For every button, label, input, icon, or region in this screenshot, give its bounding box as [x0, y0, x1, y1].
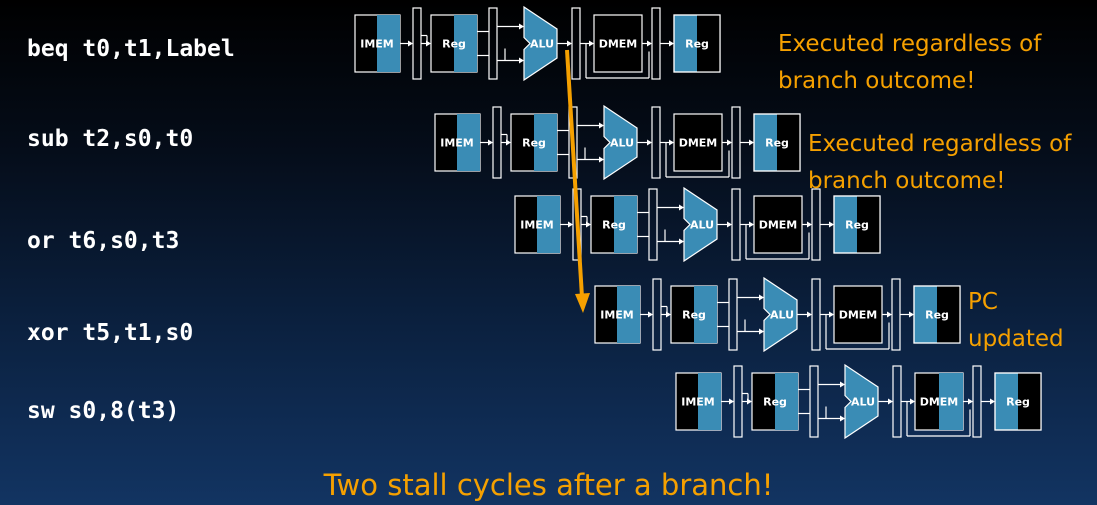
alu-block — [603, 104, 638, 181]
instruction-beq: beq t0,t1,Label — [27, 36, 235, 62]
reg-label: Reg — [763, 396, 787, 409]
alu-block — [683, 186, 718, 263]
instruction-sw: sw s0,8(t3) — [27, 398, 180, 424]
dmem-label: DMEM — [599, 38, 638, 51]
caption: Two stall cycles after a branch! — [323, 468, 774, 502]
note-pc-updated: PC updated — [968, 284, 1064, 358]
note-pc-updated-line2: updated — [968, 326, 1064, 352]
pipeline-row-4: IMEM Reg ALU DMEM Reg — [594, 276, 961, 353]
pipeline-register — [733, 365, 743, 438]
pipeline-register — [651, 106, 661, 179]
note-pc-updated-line1: PC — [968, 289, 998, 315]
reg-write-label: Reg — [1006, 396, 1030, 409]
pipeline-register — [892, 365, 902, 438]
pipeline-register — [728, 278, 738, 351]
pipeline-register — [731, 106, 741, 179]
alu-block — [844, 363, 879, 440]
pipeline-register — [972, 365, 982, 438]
pipeline-register — [412, 7, 422, 80]
alu-block — [523, 5, 558, 82]
reg-write-label: Reg — [685, 38, 709, 51]
pipeline-register — [731, 188, 741, 261]
pipeline-register — [488, 7, 498, 80]
reg-label: Reg — [442, 38, 466, 51]
pipeline-register — [811, 278, 821, 351]
pipeline-row-1: IMEM Reg ALU DMEM Reg — [354, 5, 721, 82]
note-executed-2-line2: branch outcome! — [808, 168, 1006, 194]
dmem-block — [593, 14, 643, 73]
dmem-label: DMEM — [759, 219, 798, 232]
reg-write-label: Reg — [925, 309, 949, 322]
pipeline-row-2: IMEM Reg ALU DMEM Reg — [434, 104, 801, 181]
pipeline-register — [651, 7, 661, 80]
reg-write-label: Reg — [845, 219, 869, 232]
alu-label: ALU — [770, 309, 794, 322]
note-executed-2: Executed regardless of branch outcome! — [808, 126, 1097, 200]
imem-label: IMEM — [360, 38, 394, 51]
imem-label: IMEM — [440, 137, 474, 150]
instruction-sub: sub t2,s0,t0 — [27, 126, 194, 152]
dmem-label: DMEM — [839, 309, 878, 322]
branch-arrow — [565, 49, 590, 313]
dmem-block — [833, 285, 883, 344]
imem-label: IMEM — [600, 309, 634, 322]
pipeline-register — [571, 7, 581, 80]
pipeline-register — [492, 106, 502, 179]
note-executed-1-line2: branch outcome! — [778, 68, 976, 94]
pipeline-register — [891, 278, 901, 351]
imem-label: IMEM — [681, 396, 715, 409]
reg-label: Reg — [522, 137, 546, 150]
note-executed-1-line1: Executed regardless of — [778, 31, 1042, 57]
pipeline-register — [648, 188, 658, 261]
alu-label: ALU — [690, 219, 714, 232]
alu-label: ALU — [530, 38, 554, 51]
reg-write-label: Reg — [765, 137, 789, 150]
pipeline-row-3: IMEM Reg ALU DMEM Reg — [514, 186, 881, 263]
instruction-xor: xor t5,t1,s0 — [27, 320, 194, 346]
reg-label: Reg — [602, 219, 626, 232]
alu-label: ALU — [610, 137, 634, 150]
pipeline-register — [652, 278, 662, 351]
dmem-label: DMEM — [679, 137, 718, 150]
note-executed-2-line1: Executed regardless of — [808, 131, 1072, 157]
dmem-label: DMEM — [920, 396, 959, 409]
imem-label: IMEM — [520, 219, 554, 232]
dmem-block — [753, 195, 803, 254]
pipeline-row-5: IMEM Reg ALU DMEM Reg — [675, 363, 1042, 440]
dmem-block — [673, 113, 723, 172]
alu-block — [763, 276, 798, 353]
alu-label: ALU — [851, 396, 875, 409]
instruction-or: or t6,s0,t3 — [27, 228, 180, 254]
reg-label: Reg — [682, 309, 706, 322]
pipeline-register — [809, 365, 819, 438]
note-executed-1: Executed regardless of branch outcome! — [778, 26, 1041, 100]
